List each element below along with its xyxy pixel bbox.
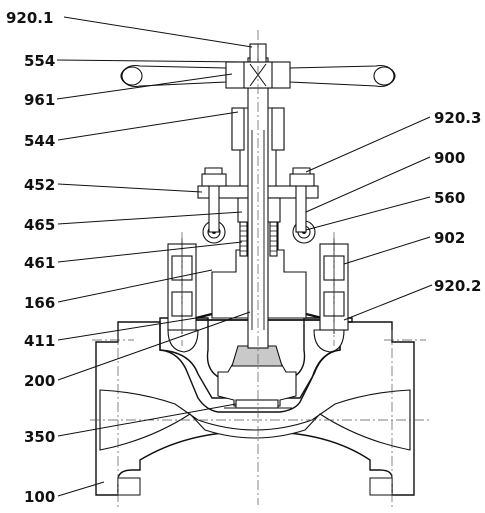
leader-lines bbox=[56, 16, 433, 497]
callout-166: 166 bbox=[24, 294, 55, 312]
callout-554: 554 bbox=[24, 52, 55, 70]
callout-200: 200 bbox=[24, 372, 55, 390]
callout-902: 902 bbox=[434, 229, 465, 247]
callout-350: 350 bbox=[24, 428, 55, 446]
callout-920-3: 920.3 bbox=[434, 109, 481, 127]
callout-544: 544 bbox=[24, 132, 55, 150]
centre-lines bbox=[90, 30, 430, 510]
valve-disc-350 bbox=[217, 345, 297, 409]
callout-920-2: 920.2 bbox=[434, 277, 481, 295]
yoke-nut-544 bbox=[231, 107, 285, 186]
callout-452: 452 bbox=[24, 176, 55, 194]
callout-961: 961 bbox=[24, 91, 55, 109]
callout-100: 100 bbox=[24, 488, 55, 506]
callout-900: 900 bbox=[434, 149, 465, 167]
callout-920-1: 920.1 bbox=[6, 9, 53, 27]
callout-560: 560 bbox=[434, 189, 465, 207]
callout-411: 411 bbox=[24, 332, 55, 350]
gland-eyebolts-900 bbox=[201, 167, 315, 233]
callout-465: 465 bbox=[24, 216, 55, 234]
callout-labels: 920.1 554 961 544 452 465 461 166 411 20… bbox=[6, 9, 481, 506]
callout-461: 461 bbox=[24, 254, 55, 272]
